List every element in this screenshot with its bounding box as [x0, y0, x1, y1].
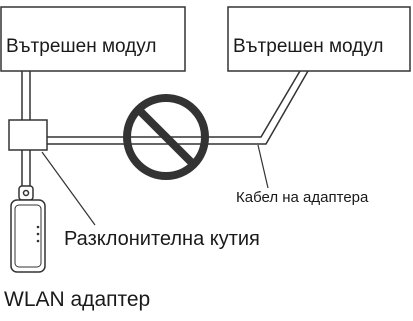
prohibition-icon [123, 94, 209, 180]
junction-leader-line [41, 151, 96, 226]
indoor-unit-left-box [0, 6, 186, 72]
indoor-unit-right-label: Вътрешен модул [233, 36, 384, 57]
adapter-plug [18, 185, 34, 201]
cable-leader-line [257, 144, 269, 189]
indoor-unit-right-box [227, 6, 411, 72]
adapter-cable-label: Кабел на адаптера [236, 189, 369, 206]
indoor-unit-left-label: Вътрешен модул [6, 36, 157, 57]
junction-box [8, 119, 48, 151]
adapter-cable [47, 70, 309, 145]
wlan-adapter-device [10, 199, 46, 273]
junction-box-label: Разклонителна кутия [64, 228, 260, 250]
wlan-adapter-label: WLAN адаптер [4, 288, 151, 311]
